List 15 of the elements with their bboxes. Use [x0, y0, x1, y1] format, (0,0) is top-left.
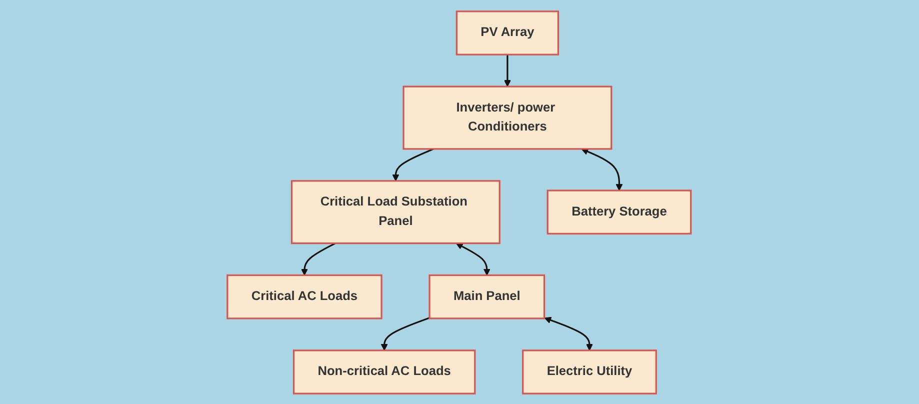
node-box: Critical Load Substation Panel: [291, 180, 501, 244]
arrow: [301, 242, 336, 276]
node-box: Main Panel: [429, 274, 546, 319]
arrow: [392, 148, 434, 181]
arrow: [544, 316, 594, 350]
arrow: [582, 148, 624, 190]
arrow: [456, 242, 491, 276]
arrow: [381, 316, 430, 350]
node-box: Critical AC Loads: [226, 274, 383, 319]
node-box: Battery Storage: [547, 189, 692, 234]
node-box: PV Array: [456, 10, 560, 55]
node-box: Non-critical AC Loads: [293, 349, 476, 394]
node-box: Inverters/ power Conditioners: [403, 85, 613, 150]
node-box: Electric Utility: [522, 349, 658, 394]
arrow: [504, 54, 512, 86]
